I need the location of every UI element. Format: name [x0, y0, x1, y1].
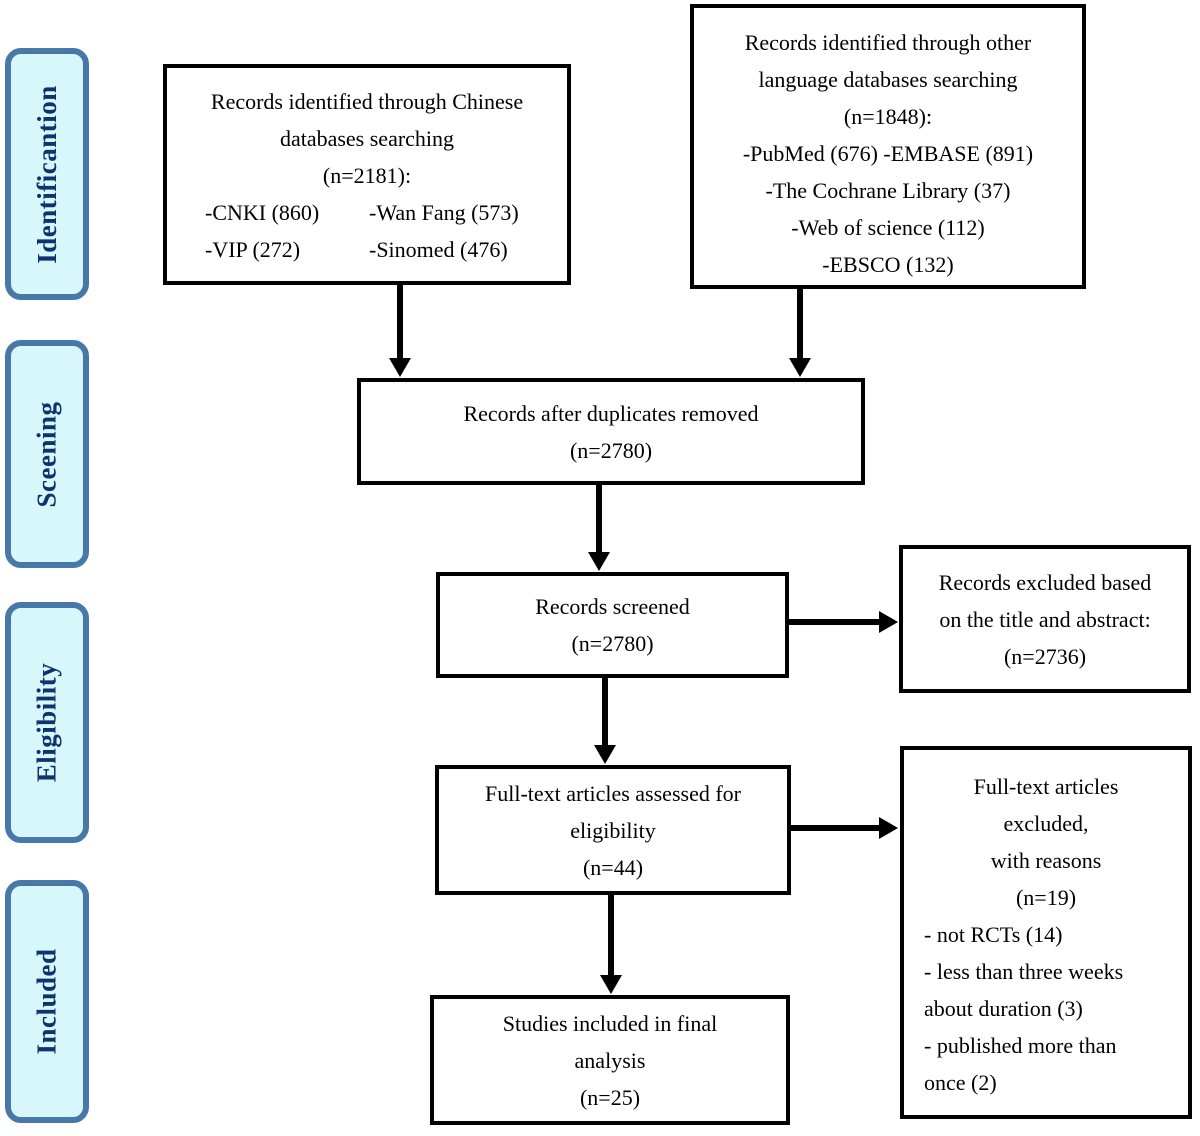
database-count: -The Cochrane Library (37) [765, 178, 1011, 203]
exclusion-reason: - not RCTs (14) [924, 922, 1063, 947]
text-line: with reasons [990, 848, 1102, 873]
text-line: Records identified through other [744, 30, 1032, 55]
text-line: (n=19) [1015, 885, 1077, 910]
text-line: (n=2181): [322, 163, 412, 188]
text-line: (n=2780) [571, 631, 654, 656]
text-line: (n=25) [579, 1084, 641, 1110]
text-line: (n=2780) [569, 437, 653, 463]
box-records-excluded-title-abstract: Records excluded based on the title and … [899, 545, 1191, 693]
text-line: Records after duplicates removed [463, 400, 759, 426]
database-count: -VIP (272) [205, 237, 301, 262]
database-count: -Wan Fang (573) [369, 200, 519, 225]
box-fulltext-assessed: Full-text articles assessed for eligibil… [435, 765, 791, 895]
box-records-chinese-databases: Records identified through Chinese datab… [163, 64, 571, 285]
text-line: eligibility [570, 817, 656, 843]
text-line: Full-text articles [973, 774, 1119, 799]
database-count: -Web of science (112) [791, 215, 985, 240]
box-fulltext-excluded: Full-text articles excluded, with reason… [900, 746, 1192, 1119]
arrow-fulltext-to-excluded [791, 817, 898, 839]
arrow-chinese-to-duplicates [389, 285, 411, 377]
arrow-duplicates-to-screened [588, 484, 610, 571]
text-line: Full-text articles assessed for [485, 780, 741, 806]
text-line: (n=44) [582, 854, 644, 880]
text-line: Records excluded based [938, 569, 1152, 595]
box-duplicates-removed: Records after duplicates removed (n=2780… [357, 378, 865, 485]
box-studies-included: Studies included in final analysis (n=25… [430, 995, 790, 1125]
text-line: on the title and abstract: [939, 606, 1151, 632]
exclusion-reason: once (2) [924, 1070, 997, 1095]
database-row: -CNKI (860) -Wan Fang (573) [167, 194, 567, 231]
text-line: Records identified through Chinese [210, 89, 524, 114]
exclusion-reason: about duration (3) [924, 996, 1083, 1021]
text-line: analysis [574, 1047, 646, 1073]
text-line: language databases searching [758, 67, 1018, 92]
stage-identification: Identificantion [5, 48, 89, 300]
database-count: -PubMed (676) -EMBASE (891) [742, 141, 1034, 166]
stage-included: Included [5, 880, 89, 1123]
arrow-other-to-duplicates [789, 289, 811, 377]
stage-included-label: Included [31, 948, 62, 1055]
arrow-screened-to-fulltext [594, 678, 616, 764]
stage-eligibility-label: Eligibility [31, 662, 62, 783]
database-count: -Sinomed (476) [369, 237, 508, 262]
arrow-screened-to-excluded [789, 611, 898, 633]
database-count: -CNKI (860) [205, 200, 320, 225]
box-records-screened: Records screened (n=2780) [436, 572, 789, 678]
text-line: Studies included in final [502, 1010, 718, 1036]
text-line: Records screened [535, 594, 690, 619]
exclusion-reason: - published more than [924, 1033, 1117, 1058]
exclusion-reason: - less than three weeks [924, 959, 1124, 984]
box-records-other-databases: Records identified through other languag… [690, 4, 1086, 289]
stage-identification-label: Identificantion [31, 84, 62, 264]
text-line: (n=2736) [1003, 643, 1087, 669]
stage-eligibility: Eligibility [5, 602, 89, 843]
arrow-fulltext-to-included [600, 895, 622, 994]
stage-screening: Sceening [5, 340, 89, 568]
text-line: databases searching [279, 126, 455, 151]
text-line: (n=1848): [843, 104, 933, 129]
database-row: -VIP (272) -Sinomed (476) [167, 231, 567, 268]
stage-screening-label: Sceening [31, 400, 62, 508]
text-line: excluded, [1003, 811, 1089, 836]
database-count: -EBSCO (132) [822, 252, 954, 277]
